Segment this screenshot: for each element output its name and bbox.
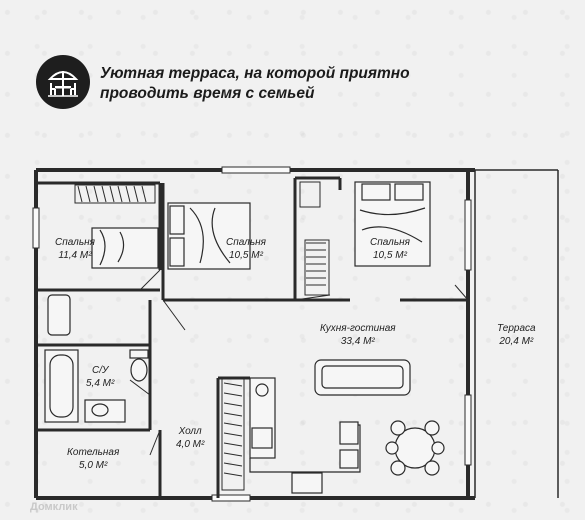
room-label-bathroom: С/У 5,4 М² [86,364,114,390]
room-label-bedroom-3: Спальня 10,5 М² [370,236,410,262]
living-furniture [249,359,445,494]
terrace-umbrella-icon [36,55,90,109]
interior-walls [36,176,468,498]
room-name: Котельная [67,447,120,458]
room-area: 33,4 М² [340,336,375,347]
room-name: Холл [178,426,202,437]
room-name: Спальня [55,237,95,248]
room-label-kitchen-living: Кухня-гостиная 33,4 М² [320,322,396,348]
room-area: 5,0 М² [78,460,108,471]
room-area: 11,4 М² [58,250,92,261]
room-name: Спальня [226,237,266,248]
room-area: 5,4 М² [86,378,115,389]
watermark: Домклик [30,501,78,513]
terrace-area [474,169,559,498]
bathroom-fixtures [44,294,149,423]
room-area: 10,5 М² [229,250,263,261]
room-label-boiler: Котельная 5,0 М² [67,446,119,472]
room-name: С/У [91,365,109,376]
room-area: 10,5 М² [373,250,407,261]
room-label-bedroom-2: Спальня 10,5 М² [226,236,266,262]
room-area: 20,4 М² [499,336,534,347]
room-name: Терраса [497,323,536,334]
feature-tagline: Уютная терраса, на которой приятно прово… [100,64,520,104]
room-label-bedroom-1: Спальня 11,4 М² [55,236,95,262]
room-label-terrace: Терраса 20,4 М² [497,322,536,348]
beds [91,181,431,270]
room-name: Кухня-гостиная [320,323,396,334]
wardrobes [74,181,330,491]
feature-header: Уютная терраса, на которой приятно прово… [36,55,556,111]
tagline-line-1: Уютная терраса, на которой приятно [100,65,410,82]
room-name: Спальня [370,237,410,248]
room-area: 4,0 М² [176,439,205,450]
windows [32,166,472,502]
room-label-hall: Холл 4,0 М² [176,425,204,451]
tagline-line-2: проводить время с семьей [100,85,315,102]
doors [129,269,469,456]
